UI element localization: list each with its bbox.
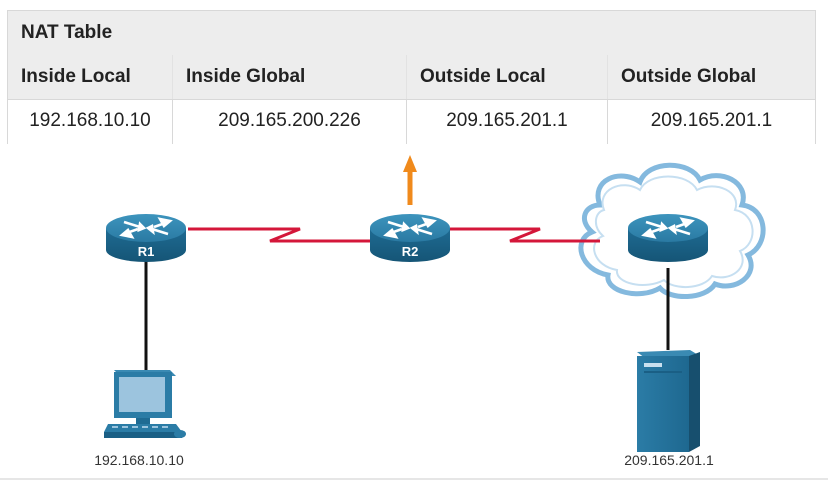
cell-outside-local: 209.165.201.1 [406, 100, 607, 144]
cell-inside-global: 209.165.200.226 [172, 100, 406, 144]
server-icon [637, 350, 700, 452]
cell-inside-local: 192.168.10.10 [29, 110, 151, 131]
header-inside-global: Inside Global [172, 55, 406, 99]
header-outside-local: Outside Local [406, 55, 607, 99]
header-outside-global: Outside Global [607, 55, 815, 99]
header-inside-local: Inside Local [21, 66, 131, 87]
arrow-up-icon [403, 155, 417, 205]
pc-address-label: 192.168.10.10 [94, 452, 184, 468]
router-r2: R2 [370, 214, 450, 262]
router-r2-label: R2 [402, 244, 419, 259]
router-r1: R1 [106, 214, 186, 262]
table-title: NAT Table [8, 11, 815, 55]
cell-outside-global: 209.165.201.1 [607, 100, 815, 144]
serial-link-r1-r2 [188, 227, 370, 243]
router-r1-label: R1 [138, 244, 155, 259]
serial-link-r2-outside [450, 227, 600, 243]
table-header-row: Inside Local Inside Global Outside Local… [8, 55, 815, 99]
bottom-divider [0, 478, 828, 480]
router-outside [628, 214, 708, 262]
pc-icon [104, 370, 186, 438]
table-row: 192.168.10.10 209.165.200.226 209.165.20… [8, 99, 815, 144]
nat-table: NAT Table Inside Local Inside Global Out… [7, 10, 816, 144]
server-address-label: 209.165.201.1 [624, 452, 714, 468]
